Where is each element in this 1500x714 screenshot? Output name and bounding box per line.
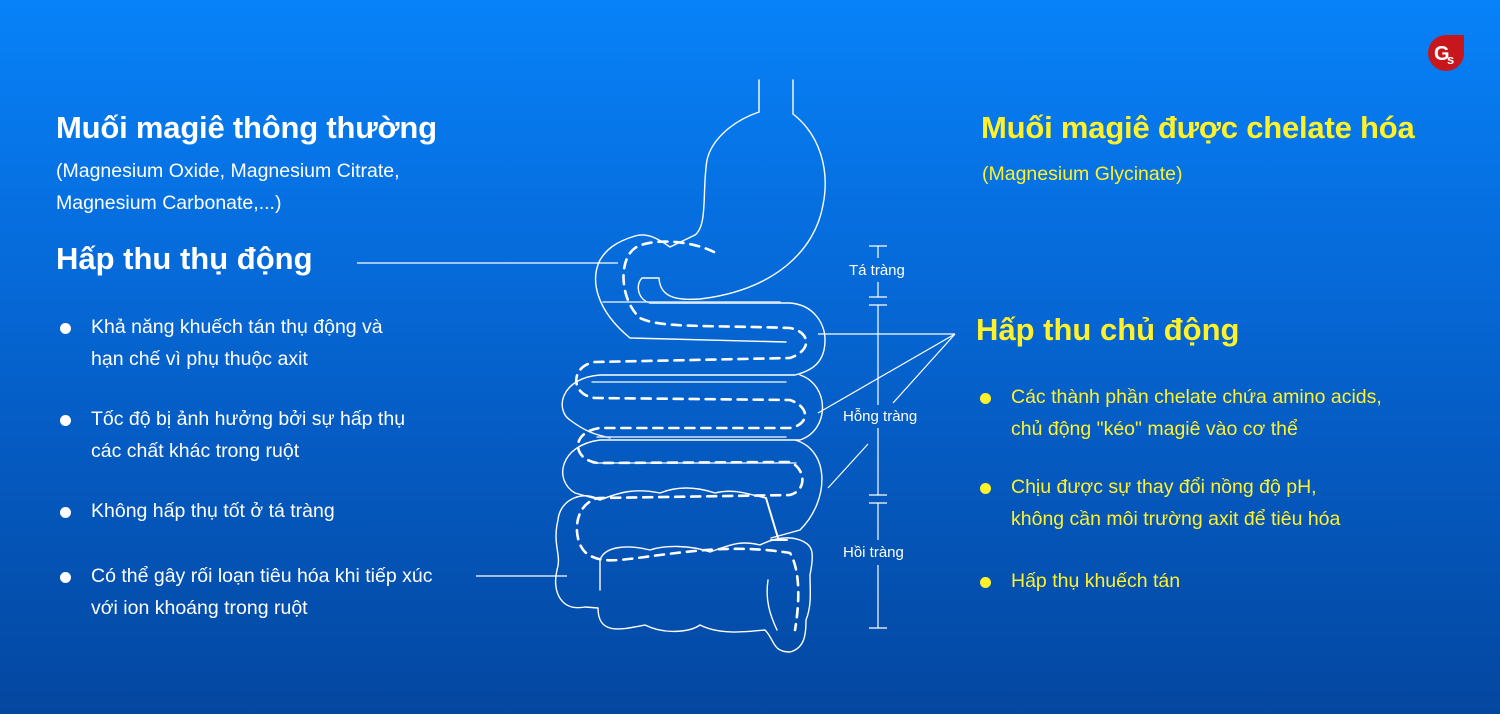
duodenum-label: Tá tràng <box>849 262 905 279</box>
left-section-title: Hấp thu thụ động <box>56 241 313 276</box>
bullet-dot-icon <box>60 572 71 583</box>
right-section-title: Hấp thu chủ động <box>976 312 1240 347</box>
large-intestine-outline <box>554 495 813 653</box>
right-subtitle: (Magnesium Glycinate) <box>982 163 1183 185</box>
bullet-dot-icon <box>60 415 71 426</box>
right-bullet-item: Hấp thụ khuếch tán <box>976 565 1382 597</box>
segment-ruler <box>869 245 887 629</box>
left-bullet-list: Khả năng khuếch tán thụ động và hạn chế … <box>56 311 432 624</box>
right-bullet-item: Chịu được sự thay đổi nồng độ pH, không … <box>976 471 1382 565</box>
digestion-dashed-path <box>575 240 808 632</box>
esophagus-outline <box>758 79 794 115</box>
left-bullet-item: Có thể gây rối loạn tiêu hóa khi tiếp xú… <box>56 560 432 624</box>
left-bullet-item: Khả năng khuếch tán thụ động và hạn chế … <box>56 311 432 403</box>
small-intestine-outline <box>562 374 824 501</box>
right-bullet-item: Các thành phần chelate chứa amino acids,… <box>976 381 1382 471</box>
left-title: Muối magiê thông thường <box>56 110 437 145</box>
bullet-dot-icon <box>60 323 71 334</box>
svg-text:s: s <box>1447 52 1454 67</box>
left-bullet-item: Tốc độ bị ảnh hưởng bởi sự hấp thụ các c… <box>56 403 432 495</box>
ileum-label: Hồi tràng <box>843 544 904 561</box>
right-title: Muối magiê được chelate hóa <box>981 110 1415 145</box>
bullet-dot-icon <box>980 577 991 588</box>
right-connector-d <box>827 443 869 489</box>
bullet-dot-icon <box>980 393 991 404</box>
right-connector-b <box>817 333 956 414</box>
brand-logo: G s <box>1426 33 1466 71</box>
jejunum-label: Hỗng tràng <box>843 408 918 425</box>
logo-drop-icon: G s <box>1428 35 1464 71</box>
right-connector-c <box>892 333 956 404</box>
bullet-dot-icon <box>980 483 991 494</box>
bullet-dot-icon <box>60 507 71 518</box>
left-bullet-item: Không hấp thụ tốt ở tá tràng <box>56 495 432 560</box>
svg-text:G: G <box>1434 43 1450 65</box>
left-subtitle-line2: Magnesium Carbonate,...) <box>56 192 282 214</box>
stomach-outline <box>594 111 787 343</box>
right-bullet-list: Các thành phần chelate chứa amino acids,… <box>976 381 1382 597</box>
left-subtitle-line1: (Magnesium Oxide, Magnesium Citrate, <box>56 160 400 182</box>
